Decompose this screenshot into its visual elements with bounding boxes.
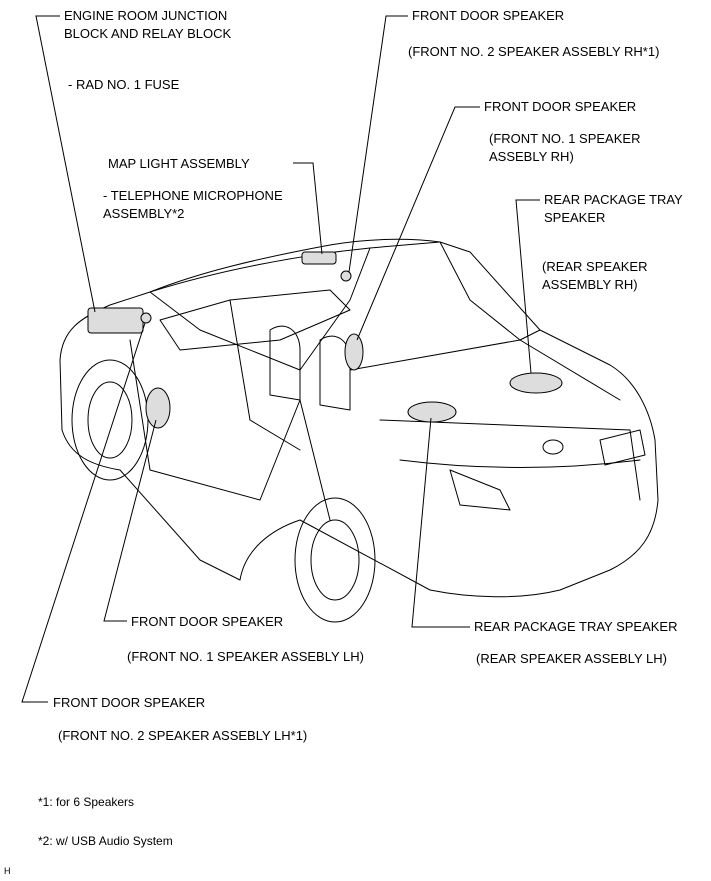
roof-line [149,241,441,293]
front-speaker-lh2 [140,312,152,324]
tail-light-left [449,469,511,511]
label-front-door-rh1-sub2: ASSEBLY RH) [489,149,574,164]
rear-wheel [294,497,376,623]
label-rear-tray-rh1: REAR PACKAGE TRAY [544,192,683,207]
label-front-door-lh2-sub: (FRONT NO. 2 SPEAKER ASSEBLY LH*1) [58,728,308,743]
windshield-line [149,247,371,371]
label-junction-line2: BLOCK AND RELAY BLOCK [64,26,232,41]
trunk-line [379,419,641,501]
label-rear-tray-lh-sub: (REAR SPEAKER ASSEBLY LH) [476,651,667,666]
car-body-outline [59,238,659,598]
label-rear-tray-lh: REAR PACKAGE TRAY SPEAKER [474,619,678,634]
label-front-door-rh1-sub1: (FRONT NO. 1 SPEAKER [489,131,641,146]
front-wheel [71,359,149,481]
label-rear-tray-rh-sub1: (REAR SPEAKER [542,259,648,274]
label-front-door-lh1-sub: (FRONT NO. 1 SPEAKER ASSEBLY LH) [127,649,364,664]
junction-block [87,307,144,334]
tail-light-right [599,429,646,466]
leader-map-light [293,162,323,255]
leader-rear-rh [515,199,540,374]
rear-emblem [542,439,564,455]
label-front-door-lh2: FRONT DOOR SPEAKER [53,695,206,710]
map-light-assembly [301,251,337,265]
seat-left [269,325,301,401]
label-rear-tray-rh2: SPEAKER [544,210,606,225]
door-front-line [129,339,301,501]
front-speaker-rh2 [340,270,352,282]
rear-wheel-inner [310,519,360,601]
rear-deck-line [349,339,621,401]
label-front-door-rh1: FRONT DOOR SPEAKER [484,99,637,114]
label-junction-line1: ENGINE ROOM JUNCTION [64,8,228,23]
front-speaker-rh1 [344,333,364,371]
door-rear-line [299,399,331,521]
label-front-door-lh1: FRONT DOOR SPEAKER [131,614,284,629]
front-speaker-lh1 [145,387,171,429]
label-junction-sub: - RAD NO. 1 FUSE [68,77,180,92]
footnote-usb-audio: *2: w/ USB Audio System [38,834,173,848]
label-telephone-mic1: - TELEPHONE MICROPHONE [103,188,283,203]
label-telephone-mic2: ASSEMBLY*2 [103,206,185,221]
corner-mark: H [4,866,11,876]
leader-junction [35,15,96,313]
rear-speaker-rh [509,372,563,394]
label-front-door-rh2-sub: (FRONT NO. 2 SPEAKER ASSEBLY RH*1) [408,44,660,59]
leader-rear-lh [411,417,470,628]
label-map-light: MAP LIGHT ASSEMBLY [108,156,250,171]
leader-front-rh1 [356,106,480,341]
label-rear-tray-rh-sub2: ASSEMBLY RH) [542,277,638,292]
rear-window-line [439,241,541,341]
rear-speaker-lh [407,401,457,423]
label-front-door-rh2: FRONT DOOR SPEAKER [412,8,565,23]
footnote-6-speakers: *1: for 6 Speakers [38,795,135,809]
leader-front-lh1 [103,419,157,622]
leader-front-lh2 [21,322,146,703]
pillar-line [229,299,301,451]
front-wheel-inner [87,381,133,459]
dashboard-line [159,289,351,351]
leader-front-rh2 [348,15,408,273]
